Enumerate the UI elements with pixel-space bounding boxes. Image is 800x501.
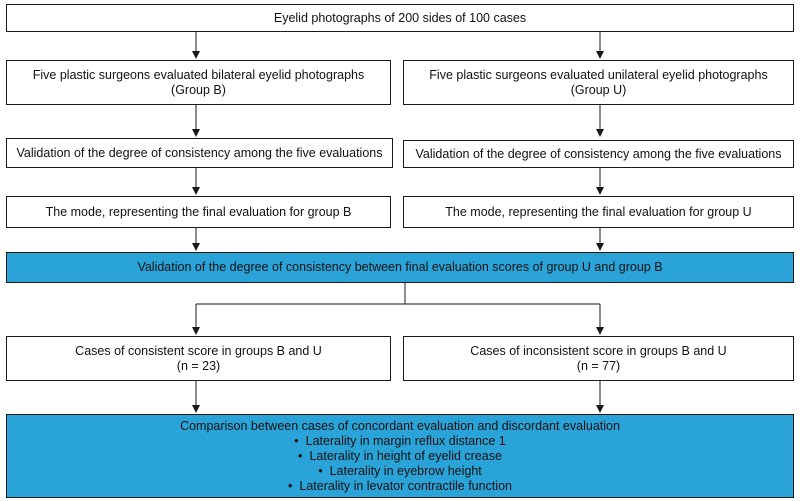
group-u-mode-box: The mode, representing the final evaluat… [403,196,794,228]
group-b-evaluation-group: (Group B) [171,82,226,97]
comparison-list: Laterality in margin reflux distance 1 L… [288,434,512,494]
comparison-item-margin-reflux: Laterality in margin reflux distance 1 [288,434,512,449]
consistent-cases-count: (n = 23) [176,358,221,373]
group-b-mode-box: The mode, representing the final evaluat… [6,196,391,228]
inconsistent-cases-label: Cases of inconsistent score in groups B … [470,343,727,358]
consistent-cases-box: Cases of consistent score in groups B an… [6,336,391,381]
comparison-item-eyelid-crease: Laterality in height of eyelid crease [288,449,512,464]
group-u-validation-label: Validation of the degree of consistency … [415,146,782,161]
consistent-cases-label: Cases of consistent score in groups B an… [75,343,322,358]
group-b-evaluation-box: Five plastic surgeons evaluated bilatera… [6,60,391,105]
source-photographs-box: Eyelid photographs of 200 sides of 100 c… [6,4,794,32]
comparison-title: Comparison between cases of concordant e… [180,418,620,433]
group-u-mode-label: The mode, representing the final evaluat… [445,204,752,219]
source-photographs-label: Eyelid photographs of 200 sides of 100 c… [273,10,527,25]
group-u-evaluation-group: (Group U) [570,82,627,97]
comparison-item-levator-function: Laterality in levator contractile functi… [288,479,512,494]
comparison-item-eyebrow-height: Laterality in eyebrow height [288,464,512,479]
comparison-box: Comparison between cases of concordant e… [6,414,794,498]
group-u-evaluation-label: Five plastic surgeons evaluated unilater… [429,67,768,82]
group-u-evaluation-box: Five plastic surgeons evaluated unilater… [403,60,794,105]
group-b-mode-label: The mode, representing the final evaluat… [45,204,352,219]
group-b-validation-box: Validation of the degree of consistency … [6,138,393,168]
group-b-validation-label: Validation of the degree of consistency … [16,145,383,160]
between-groups-validation-label: Validation of the degree of consistency … [137,260,663,274]
inconsistent-cases-count: (n = 77) [576,358,621,373]
between-groups-validation-box: Validation of the degree of consistency … [6,252,794,283]
inconsistent-cases-box: Cases of inconsistent score in groups B … [403,336,794,381]
group-u-validation-box: Validation of the degree of consistency … [403,140,794,168]
group-b-evaluation-label: Five plastic surgeons evaluated bilatera… [32,67,365,82]
